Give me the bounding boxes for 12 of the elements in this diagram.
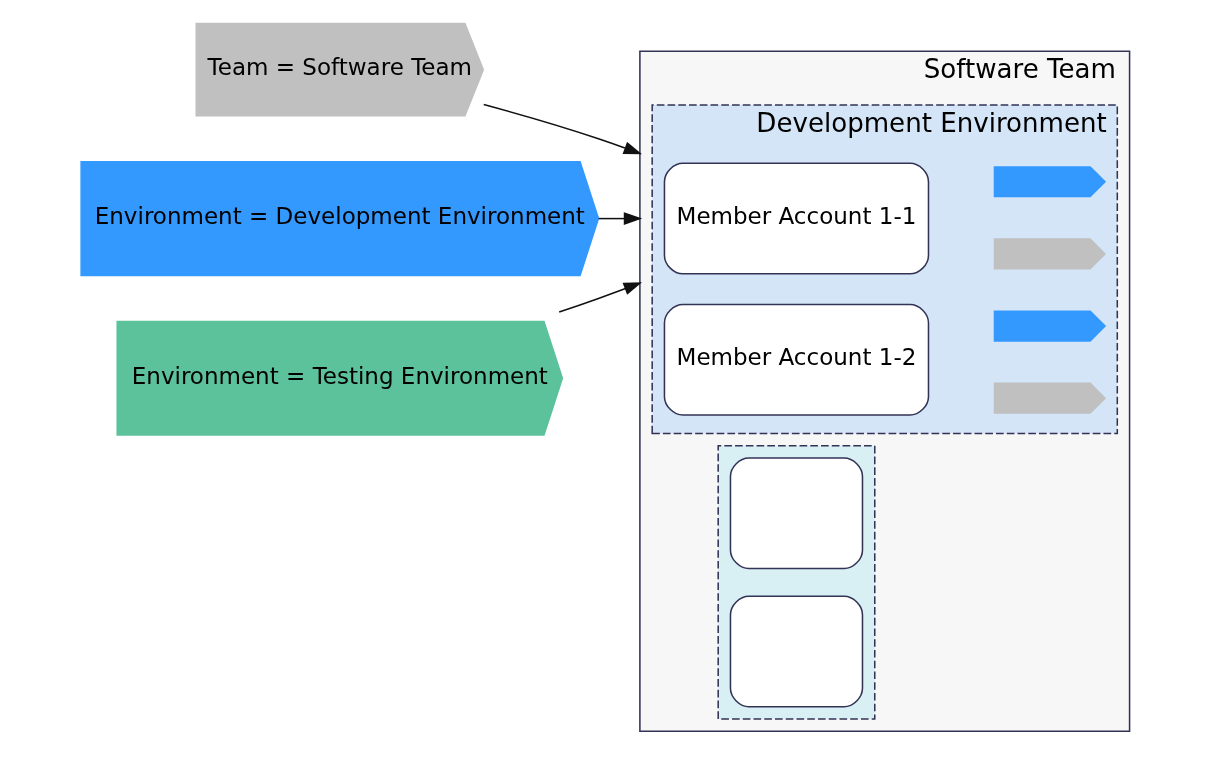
node-box [993, 310, 1106, 342]
node-box [993, 166, 1106, 198]
cluster [716, 445, 876, 720]
node-box: Member Account 1-2 [663, 303, 929, 416]
arrow [557, 282, 642, 313]
arrow [597, 212, 642, 226]
node-box: Member Account 1-1 [663, 162, 929, 275]
arrow [482, 103, 642, 155]
node-box [729, 457, 863, 570]
node-box [993, 238, 1106, 270]
node-box [993, 382, 1106, 414]
node-box [729, 595, 863, 708]
